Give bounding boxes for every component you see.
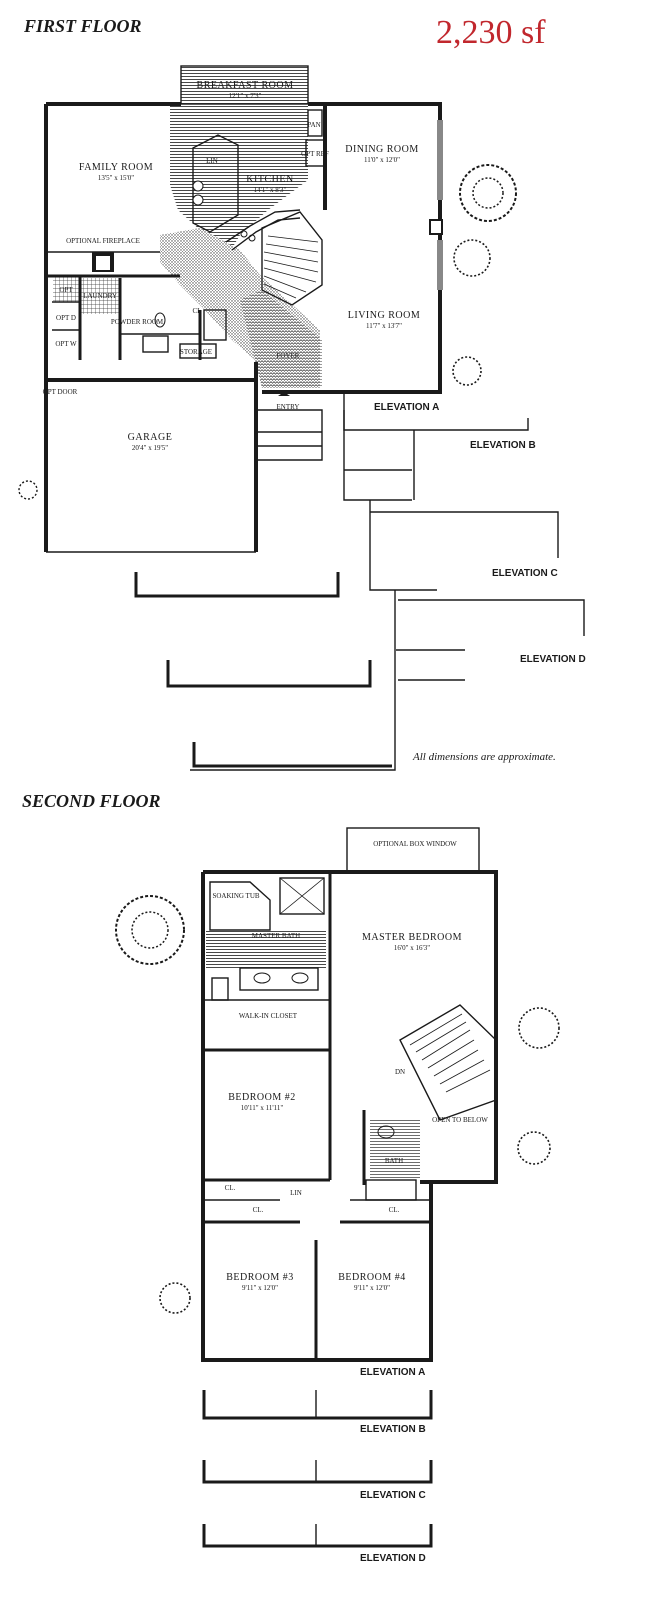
- second-floor-heading: SECOND FLOOR: [22, 791, 161, 811]
- bedroom-2-name: BEDROOM #2: [228, 1092, 296, 1103]
- opt-ref-label: OPT REF: [301, 150, 329, 158]
- square-footage: 2,230 sf: [436, 14, 546, 51]
- box-window-label: OPTIONAL BOX WINDOW: [373, 840, 457, 848]
- optional-fireplace-label: OPTIONAL FIREPLACE: [66, 237, 140, 245]
- breakfast-room-name: BREAKFAST ROOM: [197, 80, 294, 91]
- breakfast-room-floor: [181, 66, 308, 104]
- first-elevation-a: ELEVATION A: [374, 402, 439, 413]
- first-floor-plan: BREAKFAST ROOM 12'1" x 7'3" FAMILY ROOM …: [18, 65, 586, 771]
- bath-label: BATH: [385, 1157, 403, 1165]
- entry-label: ENTRY: [277, 403, 300, 411]
- kitchen-floor: [170, 104, 308, 260]
- family-room-dim: 13'5" x 15'0": [98, 174, 134, 182]
- second-elevation-a: ELEVATION A: [360, 1367, 425, 1378]
- walk-in-closet-label: WALK-IN CLOSET: [239, 1012, 298, 1020]
- master-bath-floor: [206, 930, 326, 970]
- bedroom-4-dim: 9'11" x 12'0": [354, 1284, 390, 1292]
- master-bedroom-name: MASTER BEDROOM: [362, 932, 462, 943]
- linen-closet-label: LIN: [290, 1189, 302, 1197]
- garage-dim: 20'4" x 19'5": [132, 444, 168, 452]
- living-room-name: LIVING ROOM: [348, 310, 420, 321]
- opt-d-label: OPT D: [56, 314, 76, 322]
- family-room-name: FAMILY ROOM: [79, 162, 153, 173]
- living-room-dim: 11'7" x 13'7": [366, 322, 402, 330]
- dining-room-dim: 11'0" x 12'0": [364, 156, 400, 164]
- stair-down-label: DN: [395, 1068, 405, 1076]
- bedroom-2-dim: 10'11" x 11'11": [241, 1104, 284, 1112]
- dining-room-name: DINING ROOM: [345, 144, 419, 155]
- laundry-label: LAUNDRY: [83, 292, 117, 300]
- storage-label: STORAGE: [180, 348, 212, 356]
- second-floor-plan: OPTIONAL BOX WINDOW SOAKING TUB MASTER B…: [115, 827, 560, 1564]
- breakfast-room-dim: 12'1" x 7'3": [229, 92, 262, 100]
- open-to-below-label: OPEN TO BELOW: [432, 1116, 488, 1124]
- kitchen-name: KITCHEN: [246, 174, 293, 185]
- bedroom-3-closet-label: CL.: [253, 1206, 264, 1214]
- opt-label: OPT: [59, 286, 73, 294]
- foyer-label: FOYER: [277, 352, 300, 360]
- second-elevation-b: ELEVATION B: [360, 1424, 426, 1435]
- master-bedroom-dim: 16'0" x 16'3": [394, 944, 430, 952]
- bedroom-3-dim: 9'11" x 12'0": [242, 1284, 278, 1292]
- second-elevation-d: ELEVATION D: [360, 1553, 426, 1564]
- second-elevation-c: ELEVATION C: [360, 1490, 426, 1501]
- dimensions-note: All dimensions are approximate.: [413, 751, 556, 763]
- pantry-label: PAN: [307, 121, 320, 129]
- first-floor-heading: FIRST FLOOR: [24, 16, 142, 36]
- master-bath-label: MASTER BATH: [252, 932, 300, 940]
- linen-label: LIN: [206, 157, 218, 165]
- opt-door-label: OPT DOOR: [43, 388, 78, 396]
- bedroom-4-closet-label: CL.: [389, 1206, 400, 1214]
- bedroom-4-name: BEDROOM #4: [338, 1272, 406, 1283]
- garage-name: GARAGE: [128, 432, 173, 443]
- first-elevation-d: ELEVATION D: [520, 654, 586, 665]
- soaking-tub-label: SOAKING TUB: [212, 892, 259, 900]
- opt-w-label: OPT W: [55, 340, 77, 348]
- kitchen-dim: 14'1" x 8'3": [254, 186, 287, 194]
- first-elevation-c: ELEVATION C: [492, 568, 558, 579]
- powder-room-label: POWDER ROOM: [111, 318, 164, 326]
- bedroom-2-closet-label: CL.: [225, 1184, 236, 1192]
- bedroom-3-name: BEDROOM #3: [226, 1272, 294, 1283]
- first-elevation-b: ELEVATION B: [470, 440, 536, 451]
- closet-label: CL: [193, 307, 202, 315]
